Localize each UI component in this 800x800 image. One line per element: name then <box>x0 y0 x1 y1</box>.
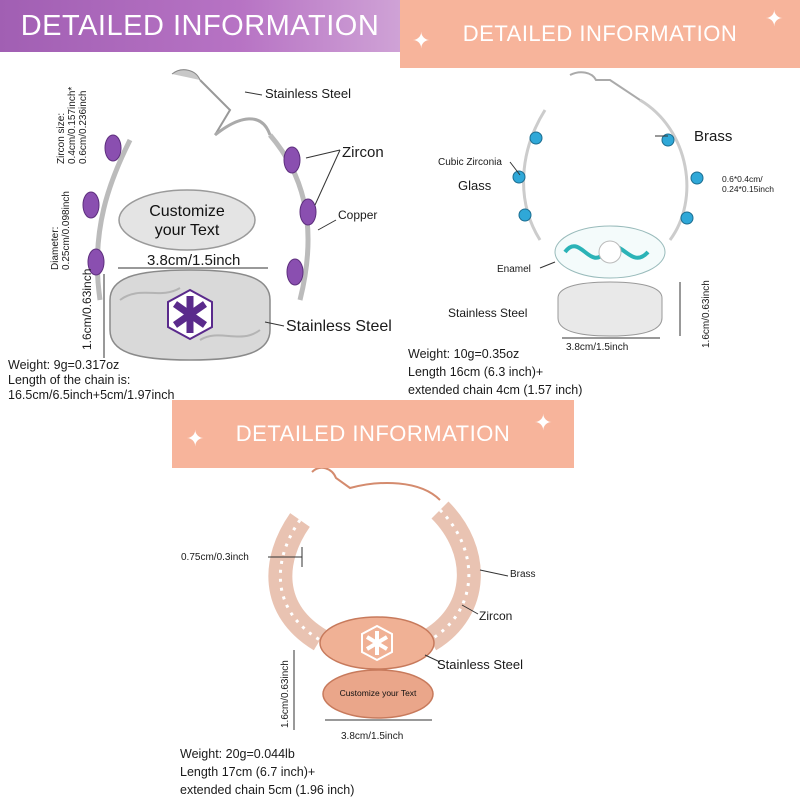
sparkle-icon: ✦ <box>534 410 553 435</box>
panel3-label-width-chain: 0.75cm/0.3inch <box>181 552 249 563</box>
panel2-label-cubic-zirconia: Cubic Zirconia <box>438 157 502 168</box>
panel1-banner-title: DETAILED INFORMATION <box>20 9 380 42</box>
panel3-banner-title: DETAILED INFORMATION <box>235 421 511 446</box>
panel1-label-steel-bottom: Stainless Steel <box>286 318 392 335</box>
blue-stone <box>690 171 704 185</box>
panel3-specs: Weight: 20g=0.044lb Length 17cm (6.7 inc… <box>180 747 355 797</box>
purple-stone <box>87 248 105 276</box>
purple-stone <box>286 258 304 286</box>
blue-stone <box>680 211 694 225</box>
panel3-bracelet <box>268 466 509 730</box>
blue-stone <box>518 208 532 222</box>
medical-alert-icon <box>361 624 393 662</box>
panel3-width-dimension: 3.8cm/1.5inch <box>341 731 404 742</box>
sparkle-icon: ✦ <box>412 28 431 53</box>
panel1-diameter: Diameter: 0.25cm/0.098inch <box>50 191 72 270</box>
panel2-width-dimension: 3.8cm/1.5inch <box>566 342 629 353</box>
purple-stone <box>82 191 100 219</box>
sparkle-icon: ✦ <box>186 426 205 451</box>
medical-alert-icon <box>167 288 213 341</box>
panel1-height-dimension: 1.6cm/0.63inch <box>80 268 94 350</box>
panel3-height-dimension: 1.6cm/0.63inch <box>280 660 291 728</box>
blue-stone <box>661 133 675 147</box>
panel3-label-brass: Brass <box>510 569 536 580</box>
sparkle-icon: ✦ <box>765 6 784 31</box>
panel2-label-enamel: Enamel <box>497 264 531 275</box>
panel3-banner: DETAILED INFORMATION <box>172 400 574 468</box>
panel1-width-dimension: 3.8cm/1.5inch <box>147 252 241 269</box>
panel2-specs: Weight: 10g=0.35oz Length 16cm (6.3 inch… <box>408 347 583 397</box>
purple-stone <box>283 146 301 174</box>
panel1-banner: DETAILED INFORMATION <box>0 0 400 52</box>
panel2-label-steel: Stainless Steel <box>448 306 528 320</box>
purple-stone <box>299 198 317 226</box>
panel3-label-zircon: Zircon <box>479 609 513 623</box>
panel2-steel-plate <box>557 281 663 337</box>
panel2-label-glass: Glass <box>458 178 492 193</box>
panel1-custom-plate <box>118 189 256 251</box>
panel3-custom-plate <box>322 669 434 719</box>
panel2-label-brass: Brass <box>694 128 733 145</box>
panel1-custom-text: Customize your Text <box>149 203 225 239</box>
blue-stone <box>512 170 526 184</box>
purple-stone <box>104 134 122 162</box>
panel1-label-steel-top: Stainless Steel <box>265 86 351 101</box>
panel2-banner: DETAILED INFORMATION <box>400 0 800 68</box>
panel2-height-dimension: 1.6cm/0.63inch <box>701 280 712 348</box>
panel1-label-zircon: Zircon <box>342 144 384 161</box>
panel1-zircon-size: Zircon size: 0.4cm/0.157inch* 0.6cm/0.23… <box>56 86 89 164</box>
panel1-label-copper: Copper <box>338 208 378 222</box>
panel1-specs: Weight: 9g=0.317oz Length of the chain i… <box>8 358 175 402</box>
panel3-label-steel: Stainless Steel <box>437 657 523 672</box>
panel3-custom-text: Customize your Text <box>339 688 417 698</box>
panel2-bracelet <box>509 71 704 339</box>
panel2-banner-title: DETAILED INFORMATION <box>462 21 738 46</box>
blue-stone <box>529 131 543 145</box>
panel1-bracelet <box>82 69 341 361</box>
panel2-stone-size: 0.6*0.4cm/ 0.24*0.15inch <box>722 174 774 194</box>
